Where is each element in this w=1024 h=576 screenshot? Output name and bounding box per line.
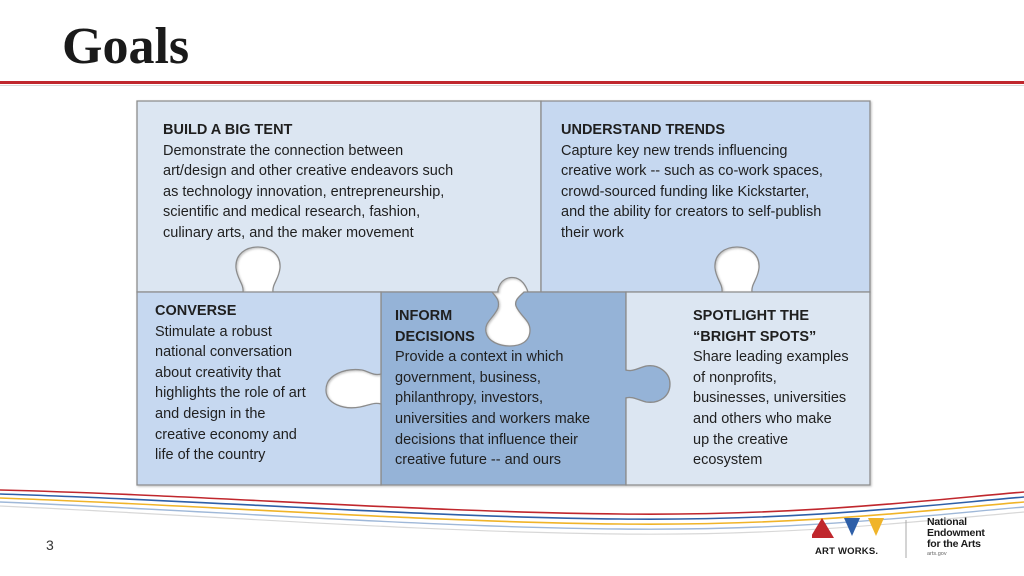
piece-line: life of the country	[155, 447, 266, 464]
piece-heading: CONVERSE	[155, 303, 237, 319]
piece-line: ecosystem	[693, 452, 763, 469]
build-big-tent-text: BUILD A BIG TENT Demonstrate the connect…	[163, 120, 453, 244]
piece-line: their work	[561, 224, 624, 241]
inform-decisions-text: INFORM DECISIONS Provide a context in wh…	[395, 306, 590, 471]
piece-line: philanthropy, investors,	[395, 390, 544, 407]
piece-line: businesses, universities	[693, 390, 847, 407]
piece-heading: INFORM	[395, 308, 453, 324]
piece-line: of nonprofits,	[693, 369, 777, 386]
nea-logo-icon	[812, 518, 907, 558]
piece-line: and others who make	[693, 410, 832, 427]
understand-trends-text: UNDERSTAND TRENDS Capture key new trends…	[561, 120, 823, 244]
piece-line: decisions that influence their	[395, 431, 578, 448]
piece-line: as technology innovation, entrepreneursh…	[163, 183, 445, 200]
title-underline	[0, 81, 1024, 84]
org-line: for the Arts	[927, 538, 981, 550]
art-works-tagline: ART WORKS.	[815, 546, 879, 557]
slide-title: Goals	[62, 18, 190, 75]
page-number: 3	[46, 537, 54, 553]
piece-line: creative economy and	[155, 426, 297, 443]
piece-line: universities and workers make	[395, 410, 591, 427]
piece-heading: BUILD A BIG TENT	[163, 122, 293, 138]
puzzle-piece-spotlight	[625, 291, 871, 486]
piece-line: Stimulate a robust	[155, 323, 272, 340]
piece-line: highlights the role of art	[155, 385, 306, 402]
piece-line: Provide a context in which	[395, 349, 564, 366]
piece-line: and the ability for creators to self-pub…	[561, 204, 822, 221]
piece-line: government, business,	[395, 369, 541, 386]
footer-wave-decoration	[0, 489, 1024, 535]
puzzle-piece-converse	[136, 291, 382, 486]
nea-url: arts.gov	[927, 551, 947, 557]
org-line: Endowment	[927, 527, 985, 539]
piece-line: creative future -- and ours	[395, 452, 562, 469]
piece-line: and design in the	[155, 405, 266, 422]
piece-line: creative work -- such as co-work spaces,	[561, 163, 823, 180]
piece-line: crowd-sourced funding like Kickstarter,	[561, 183, 810, 200]
piece-heading: SPOTLIGHT THE	[693, 308, 809, 324]
piece-line: Demonstrate the connection between	[163, 142, 404, 159]
piece-line: art/design and other creative endeavors …	[163, 163, 454, 180]
piece-line: scientific and medical research, fashion…	[163, 204, 421, 221]
piece-heading: DECISIONS	[395, 328, 475, 345]
title-underline-shadow	[0, 85, 1024, 86]
piece-line: Share leading examples	[693, 349, 849, 366]
nea-org-name: National Endowment for the Arts	[927, 517, 985, 550]
org-line: National	[927, 516, 967, 528]
piece-line: culinary arts, and the maker movement	[163, 224, 414, 241]
converse-text: CONVERSE Stimulate a robust national con…	[155, 301, 306, 466]
piece-heading: “BRIGHT SPOTS”	[693, 328, 817, 345]
piece-line: Capture key new trends influencing	[561, 142, 788, 159]
puzzle-piece-build-big-tent	[136, 100, 542, 293]
piece-line: up the creative	[693, 431, 789, 448]
spotlight-text: SPOTLIGHT THE “BRIGHT SPOTS” Share leadi…	[693, 306, 849, 471]
piece-line: national conversation	[155, 344, 293, 361]
piece-line: about creativity that	[155, 364, 281, 381]
puzzle-piece-understand-trends	[540, 100, 871, 293]
piece-heading: UNDERSTAND TRENDS	[561, 122, 726, 138]
